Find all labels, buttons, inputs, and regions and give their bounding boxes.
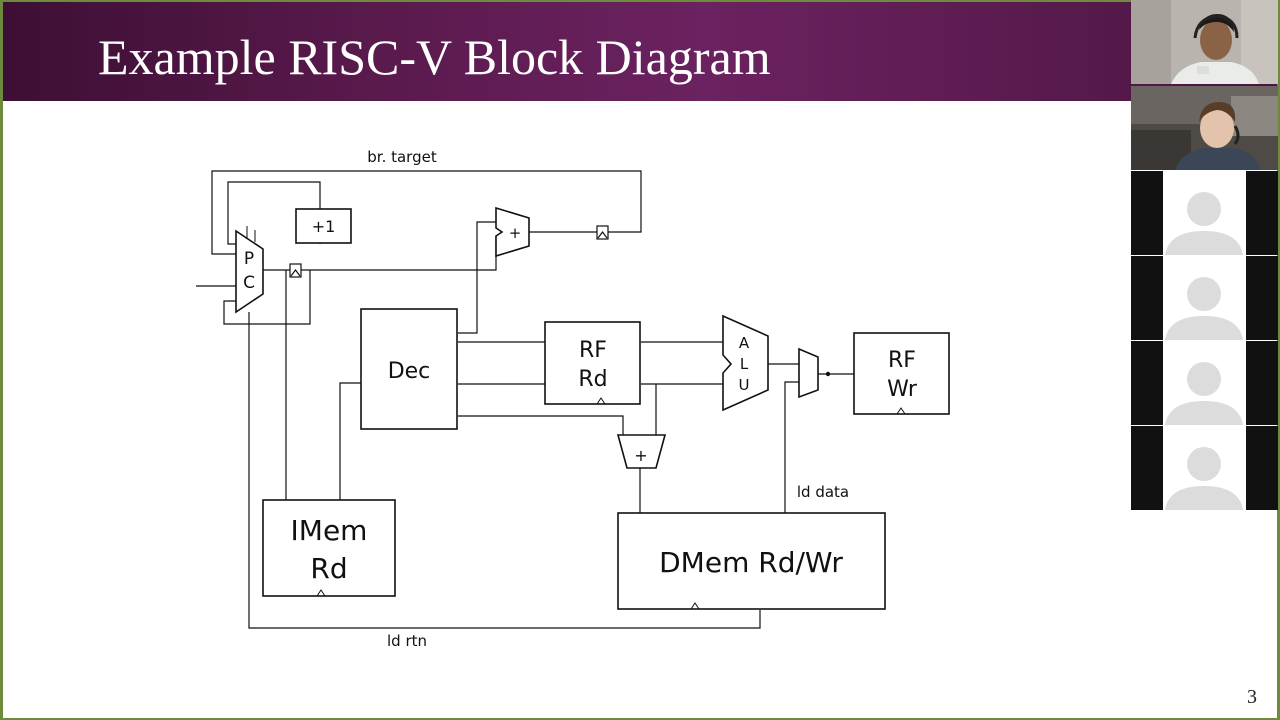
diagram-wires bbox=[196, 170, 854, 629]
clock-markers bbox=[246, 226, 906, 610]
participant-tile-3[interactable] bbox=[1131, 171, 1278, 255]
plus-one-label: +1 bbox=[312, 217, 336, 236]
diagram-labels: br. target P C +1 + Dec RF Rd A L U RF W… bbox=[243, 148, 918, 650]
rf-rd-label-line1: RF bbox=[579, 338, 607, 363]
dec-label: Dec bbox=[388, 359, 431, 384]
branch-adder-shape bbox=[495, 206, 530, 258]
dec-box bbox=[360, 308, 458, 430]
plus-one-box bbox=[295, 208, 352, 244]
participant-tile-4[interactable] bbox=[1131, 256, 1278, 340]
alu-shape bbox=[722, 314, 769, 412]
plus-one-return-wire bbox=[227, 181, 321, 245]
user-avatar-icon bbox=[1131, 256, 1278, 340]
presentation-slide: Example RISC-V Block Diagram bbox=[3, 2, 1277, 718]
participant-tile-6[interactable] bbox=[1131, 426, 1278, 510]
alu-label-u: U bbox=[739, 376, 750, 394]
title-band bbox=[3, 2, 1277, 101]
pc-label-c: C bbox=[243, 273, 255, 293]
wb-mux-shape bbox=[798, 347, 819, 399]
imem-label-line1: IMem bbox=[291, 514, 368, 547]
rf-wr-box bbox=[853, 332, 950, 415]
addr-adder-shape bbox=[616, 434, 667, 469]
imem-to-dec-wire bbox=[339, 382, 361, 500]
dmem-box bbox=[617, 512, 886, 610]
alu-label-l: L bbox=[740, 355, 749, 373]
br-target-wire bbox=[211, 170, 642, 255]
participant-video-icon bbox=[1131, 86, 1278, 170]
ld-data-wire bbox=[784, 381, 799, 513]
user-avatar-icon bbox=[1131, 426, 1278, 510]
alu-label-a: A bbox=[739, 334, 750, 352]
diagram-blocks bbox=[235, 206, 950, 610]
ld-rtn-wire bbox=[248, 312, 761, 629]
dmem-label: DMem Rd/Wr bbox=[659, 546, 843, 579]
pc-feedback-wire bbox=[223, 270, 311, 325]
page-number: 3 bbox=[1247, 686, 1257, 708]
risc-v-block-diagram: br. target P C +1 + Dec RF Rd A L U RF W… bbox=[196, 148, 950, 650]
pc-label-p: P bbox=[244, 249, 254, 269]
mux-out-junction bbox=[825, 371, 831, 377]
dec-imm-wire bbox=[458, 415, 624, 436]
user-avatar-icon bbox=[1131, 341, 1278, 425]
rf-rd-label-line2: Rd bbox=[578, 367, 607, 392]
imem-box bbox=[262, 499, 396, 597]
presenter-video-icon bbox=[1131, 0, 1278, 84]
participant-tile-presenter[interactable] bbox=[1131, 0, 1278, 84]
br-target-label: br. target bbox=[367, 148, 437, 166]
imem-label-line2: Rd bbox=[310, 552, 347, 585]
pc-mux-shape bbox=[235, 229, 264, 314]
rfrd-clock-icon bbox=[596, 397, 606, 405]
slide-title: Example RISC-V Block Diagram bbox=[98, 29, 771, 85]
pc-out-register-clock bbox=[290, 269, 301, 277]
dec-to-branch-adder-wire bbox=[458, 221, 496, 334]
ld-rtn-label: ld rtn bbox=[387, 632, 427, 650]
ld-data-label: ld data bbox=[797, 483, 849, 501]
pipeline-registers bbox=[289, 225, 609, 278]
participant-tile-2[interactable] bbox=[1131, 86, 1278, 170]
dmem-clock-icon bbox=[690, 602, 700, 610]
user-avatar-icon bbox=[1131, 171, 1278, 255]
rf-rd-box bbox=[544, 321, 641, 405]
br-target-register-clock bbox=[597, 231, 608, 239]
rfwr-clock-icon bbox=[896, 407, 906, 415]
imem-clock-icon bbox=[316, 589, 326, 597]
addr-adder-label: + bbox=[634, 446, 647, 465]
participant-tile-5[interactable] bbox=[1131, 341, 1278, 425]
rf-wr-label-line1: RF bbox=[888, 348, 916, 373]
rf-wr-label-line2: Wr bbox=[887, 377, 918, 402]
branch-adder-label: + bbox=[509, 224, 522, 242]
